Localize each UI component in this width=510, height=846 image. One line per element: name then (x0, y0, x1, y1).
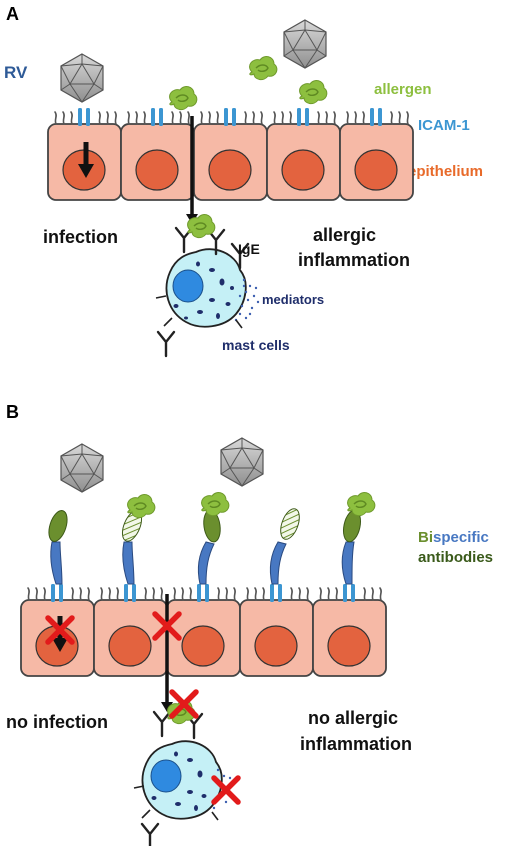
virus-icon (60, 443, 104, 493)
bispecific-label: Bispecific (418, 529, 489, 546)
ige-label: IgE (238, 241, 260, 257)
virus-icon (283, 19, 327, 69)
antibodies-label: antibodies (418, 549, 493, 566)
allergen-icon (248, 55, 278, 81)
panel-b-letter: B (6, 402, 19, 422)
bispecific-antibody-icon (197, 491, 230, 585)
bispecific-antibody-icon (121, 493, 156, 585)
epithelium-layer-b (21, 588, 386, 676)
bispecific-part1: Bi (418, 529, 433, 546)
virus-icon (220, 437, 264, 487)
allergen-icon (168, 85, 198, 111)
panel-a-letter: A (6, 4, 19, 24)
penetration-arrow-icon (161, 594, 173, 712)
allergic-label-line1: allergic (313, 225, 376, 245)
bispecific-antibody-icon (48, 510, 68, 585)
mast-cells-label: mast cells (222, 337, 290, 353)
mast-cell-b (133, 699, 232, 846)
epithelium-label: epithelium (408, 163, 483, 180)
virus-icon (60, 53, 104, 103)
allergen-label: allergen (374, 81, 432, 98)
bispecific-antibody-icon (269, 508, 300, 585)
no-allergic-label-line2: inflammation (300, 734, 412, 754)
mast-cell-a (155, 213, 260, 358)
bispecific-antibody-icon (341, 491, 376, 585)
epithelium-layer-a (48, 112, 413, 200)
panel-a: A RV allergen ICAM-1 epithelium (4, 4, 483, 358)
no-infection-label: no infection (6, 712, 108, 732)
panel-b: B Bispecific antibodies (6, 402, 493, 846)
icam-label: ICAM-1 (418, 117, 470, 134)
rv-label: RV (4, 63, 28, 82)
bispecific-part2: specific (433, 529, 489, 546)
no-allergic-label-line1: no allergic (308, 708, 398, 728)
mediators-label: mediators (262, 292, 324, 307)
infection-label: infection (43, 227, 118, 247)
infection-arrow-icon (78, 142, 94, 178)
allergen-icon (298, 79, 328, 105)
allergic-label-line2: inflammation (298, 250, 410, 270)
